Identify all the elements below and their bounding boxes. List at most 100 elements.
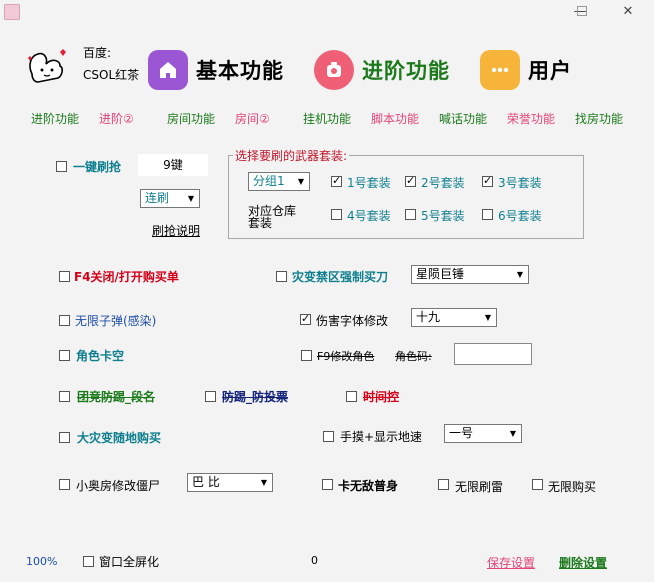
tab-basic[interactable]: 基本功能 [148, 50, 284, 90]
set-5-label: 5号套装 [421, 209, 465, 223]
avatar [24, 44, 72, 88]
set-3-label: 3号套装 [498, 176, 542, 190]
set-2-checkbox[interactable] [405, 174, 416, 187]
infinite-buy-label: 无限购买 [548, 480, 597, 494]
role-code-label: 角色码: [395, 350, 432, 363]
olympic-zombie-checkbox[interactable] [59, 479, 70, 490]
time-control-checkbox[interactable] [346, 391, 357, 402]
set-6-label: 6号套装 [498, 209, 542, 223]
quick-grab-label: 一键刷抢 [73, 160, 122, 174]
set-5-checkbox[interactable] [405, 209, 416, 220]
team-anti-kick-checkbox[interactable] [59, 391, 70, 402]
nav-room-2[interactable]: 房间② [235, 112, 270, 126]
role-stuck-label: 角色卡空 [76, 349, 125, 363]
infinite-grenade-label: 无限刷雷 [455, 480, 504, 494]
tab-advanced-label: 进阶功能 [362, 59, 450, 83]
app-icon [4, 4, 20, 20]
f9-role-label: F9修改角色 [317, 350, 375, 363]
warehouse-label-2: 套装 [248, 216, 273, 230]
chevron-down-icon: ▼ [484, 313, 492, 322]
quick-grab-checkbox[interactable] [56, 161, 67, 172]
touch-speed-label: 手摸+显示地速 [340, 430, 423, 444]
nav-find-room[interactable]: 找房功能 [575, 112, 624, 126]
set-3-checkbox[interactable] [482, 174, 493, 187]
damage-font-value: 十九 [416, 310, 441, 324]
nav-shout[interactable]: 喊话功能 [439, 112, 488, 126]
set-4-checkbox[interactable] [331, 209, 342, 220]
camera-icon [314, 50, 354, 90]
fullscreen-checkbox[interactable] [83, 556, 94, 567]
chevron-down-icon: ▼ [509, 429, 517, 438]
mutation-weapon-value: 星陨巨锤 [416, 267, 465, 281]
big-mutation-buy-label: 大灾变随地购买 [77, 431, 162, 445]
tab-basic-label: 基本功能 [196, 59, 284, 83]
mutation-buy-label: 灾变禁区强制买刀 [292, 270, 389, 284]
infinite-grenade-checkbox[interactable] [438, 479, 449, 490]
nav-advanced[interactable]: 进阶功能 [31, 112, 80, 126]
set-1-checkbox[interactable] [331, 174, 342, 187]
warehouse-label: 对应仓库 [248, 204, 297, 218]
chevron-down-icon: ▼ [516, 270, 524, 279]
hotkey-field[interactable]: 9键 [138, 154, 208, 176]
weapon-group [228, 155, 584, 239]
delete-settings-button[interactable]: 删除设置 [559, 556, 608, 570]
weapon-group-title: 选择要刷的武器套装: [233, 147, 350, 164]
tab-user-label: 用户 [528, 59, 572, 83]
group-select[interactable]: 分组1 ▼ [248, 172, 310, 191]
close-icon[interactable]: ✕ [622, 4, 634, 19]
damage-font-checkbox[interactable] [300, 312, 311, 325]
card-invincible-label: 卡无敌普身 [338, 479, 399, 493]
role-stuck-checkbox[interactable] [59, 350, 70, 361]
set-2-label: 2号套装 [421, 176, 465, 190]
chevron-down-icon: ▼ [187, 194, 195, 203]
chevron-down-icon: ▼ [260, 478, 268, 487]
set-1-label: 1号套装 [347, 176, 391, 190]
mutation-weapon-select[interactable]: 星陨巨锤 ▼ [411, 265, 529, 284]
tab-advanced[interactable]: 进阶功能 [314, 50, 450, 90]
zombie-select[interactable]: 巴 比 ▼ [187, 473, 273, 492]
time-control-label: 时间控 [363, 390, 400, 404]
maximize-icon[interactable] [577, 6, 587, 16]
mutation-buy-checkbox[interactable] [276, 271, 287, 282]
group-select-value: 分组1 [253, 174, 285, 188]
infinite-buy-checkbox[interactable] [532, 479, 543, 490]
anti-kick-vote-checkbox[interactable] [205, 391, 216, 402]
damage-font-select[interactable]: 十九 ▼ [411, 308, 497, 327]
infinite-ammo-checkbox[interactable] [59, 315, 70, 326]
touch-speed-checkbox[interactable] [323, 431, 334, 442]
anti-kick-vote-label: 防踢_防投票 [222, 390, 289, 404]
zombie-value: 巴 比 [192, 475, 220, 489]
grab-mode-value: 连刷 [145, 191, 170, 205]
grab-help-link[interactable]: 刷抢说明 [152, 224, 201, 238]
user-name: CSOL红茶 [83, 68, 140, 82]
olympic-zombie-label: 小奥房修改僵尸 [76, 479, 161, 493]
team-anti-kick-label: 团竞防踢_段名 [77, 390, 156, 404]
nav-honor[interactable]: 荣誉功能 [507, 112, 556, 126]
f9-role-checkbox[interactable] [301, 350, 312, 361]
chevron-down-icon: ▼ [297, 177, 305, 186]
f4-toggle-checkbox[interactable] [59, 271, 70, 282]
nav-room[interactable]: 房间功能 [167, 112, 216, 126]
infinite-ammo-label: 无限子弹(感染) [75, 314, 157, 328]
save-settings-button[interactable]: 保存设置 [487, 556, 536, 570]
home-icon [148, 50, 188, 90]
nav-advanced-2[interactable]: 进阶② [99, 112, 134, 126]
role-code-input[interactable] [454, 343, 532, 365]
f4-toggle-label: F4关闭/打开购买单 [74, 270, 179, 284]
fullscreen-label: 窗口全屏化 [99, 555, 160, 569]
grab-mode-select[interactable]: 连刷 ▼ [140, 189, 200, 208]
counter-value: 0 [311, 554, 318, 567]
damage-font-label: 伤害字体修改 [316, 314, 389, 328]
nav-script[interactable]: 脚本功能 [371, 112, 420, 126]
set-6-checkbox[interactable] [482, 209, 493, 220]
zoom-level: 100% [26, 555, 58, 568]
big-mutation-buy-checkbox[interactable] [59, 432, 70, 443]
card-invincible-checkbox[interactable] [322, 479, 333, 490]
touch-speed-value: 一号 [449, 426, 474, 440]
baidu-label: 百度: [83, 46, 112, 60]
tab-user[interactable]: 用户 [480, 50, 572, 90]
touch-speed-select[interactable]: 一号 ▼ [444, 424, 522, 443]
set-4-label: 4号套装 [347, 209, 391, 223]
nav-afk[interactable]: 挂机功能 [303, 112, 352, 126]
more-dots-icon [480, 50, 520, 90]
